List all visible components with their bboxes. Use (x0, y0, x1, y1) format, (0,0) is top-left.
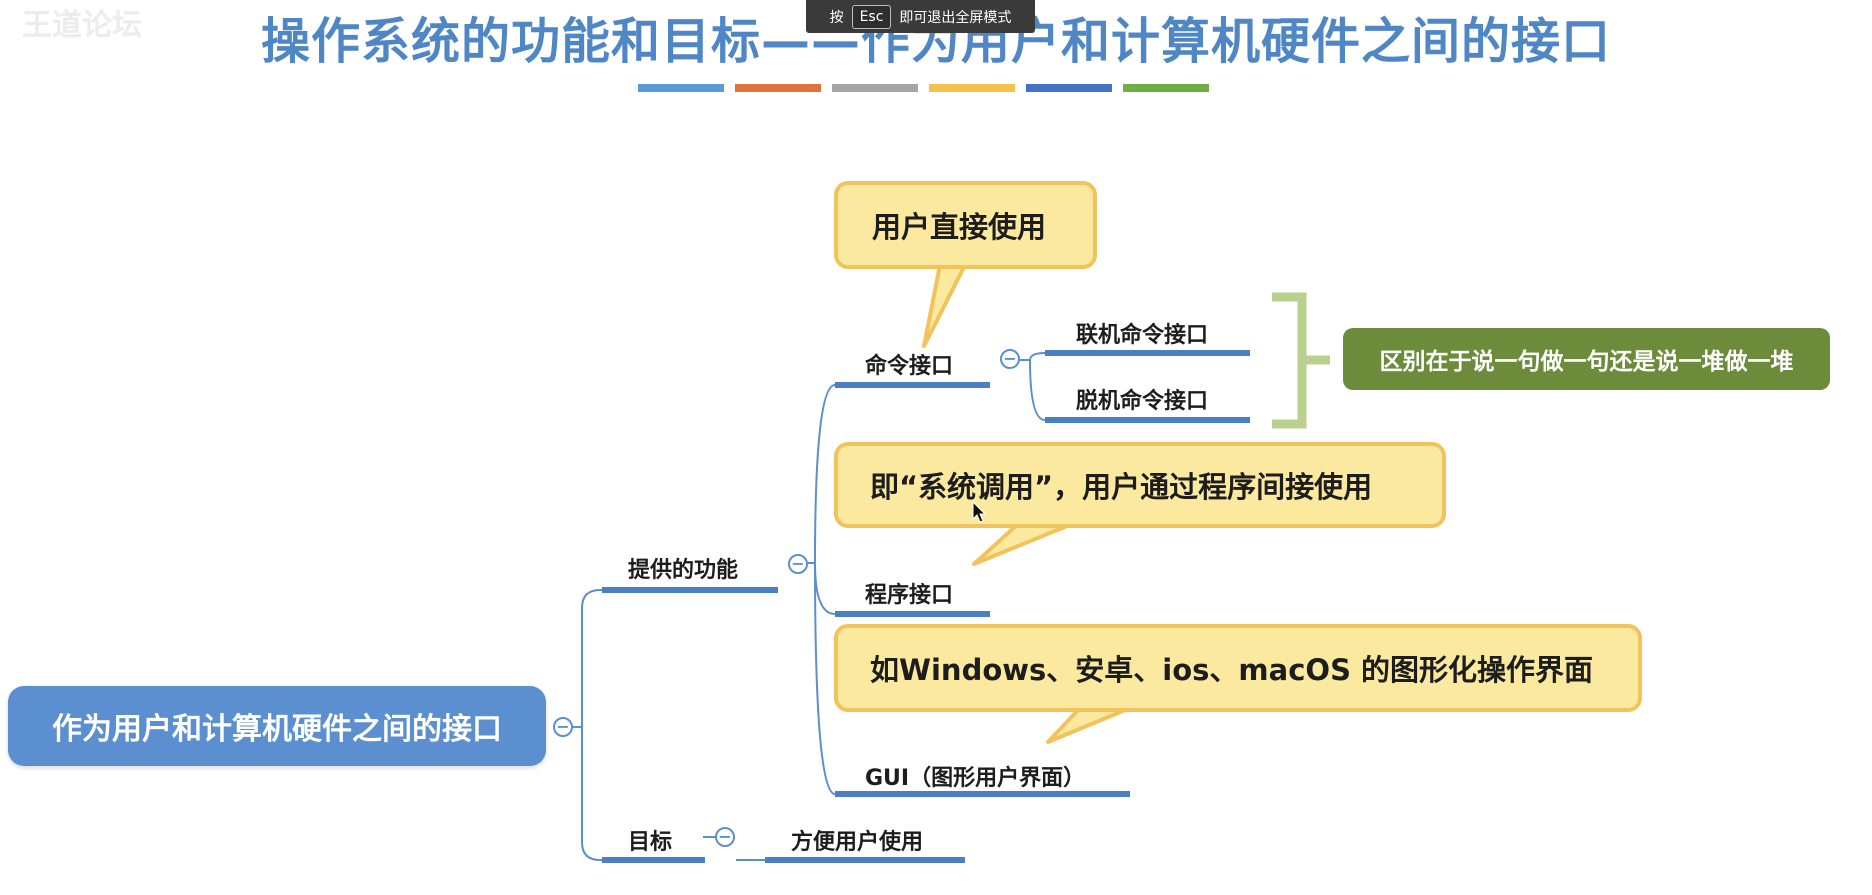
root-node[interactable]: 作为用户和计算机硬件之间的接口 (8, 686, 546, 766)
color-bar-5 (1026, 84, 1112, 92)
callout-system-call: 即“系统调用”，用户通过程序间接使用 (834, 442, 1446, 528)
node-goal[interactable]: 目标 (628, 830, 673, 855)
collapse-root-icon[interactable]: − (553, 717, 573, 737)
fullscreen-exit-hint: 按 Esc 即可退出全屏模式 (806, 0, 1035, 33)
collapse-goal-icon[interactable]: − (715, 827, 735, 847)
color-bar-4 (929, 84, 1015, 92)
watermark: 王道论坛 (22, 8, 142, 43)
collapse-command-icon[interactable]: − (1000, 349, 1020, 369)
mouse-cursor-icon (972, 501, 987, 523)
hint-suffix: 即可退出全屏模式 (899, 9, 1012, 26)
node-program-interface[interactable]: 程序接口 (865, 583, 954, 608)
callout-direct-use-text: 用户直接使用 (872, 210, 1047, 244)
difference-note: 区别在于说一句做一句还是说一堆做一堆 (1343, 328, 1830, 390)
color-bar-3 (832, 84, 918, 92)
esc-key[interactable]: Esc (851, 4, 892, 29)
collapse-functions-icon[interactable]: − (788, 554, 808, 574)
color-bar-2 (735, 84, 821, 92)
callout-system-call-text: 即“系统调用”，用户通过程序间接使用 (870, 470, 1373, 504)
callout-tail-2 (972, 522, 1073, 566)
node-command-interface[interactable]: 命令接口 (865, 354, 954, 379)
node-offline-command[interactable]: 脱机命令接口 (1076, 389, 1209, 414)
node-convenient-use[interactable]: 方便用户使用 (791, 830, 924, 855)
callout-gui-example-text: 如Windows、安卓、ios、macOS 的图形化操作界面 (870, 653, 1594, 687)
bracket (1272, 292, 1307, 429)
callout-tail-1 (922, 264, 967, 348)
color-bar-1 (638, 84, 724, 92)
callout-direct-use: 用户直接使用 (834, 181, 1097, 269)
node-gui[interactable]: GUI（图形用户界面） (865, 766, 1086, 791)
callout-gui-example: 如Windows、安卓、ios、macOS 的图形化操作界面 (834, 624, 1642, 712)
callout-tail-3 (1046, 706, 1131, 744)
node-functions[interactable]: 提供的功能 (628, 558, 739, 583)
hint-prefix: 按 (829, 9, 844, 26)
node-online-command[interactable]: 联机命令接口 (1076, 323, 1209, 348)
color-bar-6 (1123, 84, 1209, 92)
